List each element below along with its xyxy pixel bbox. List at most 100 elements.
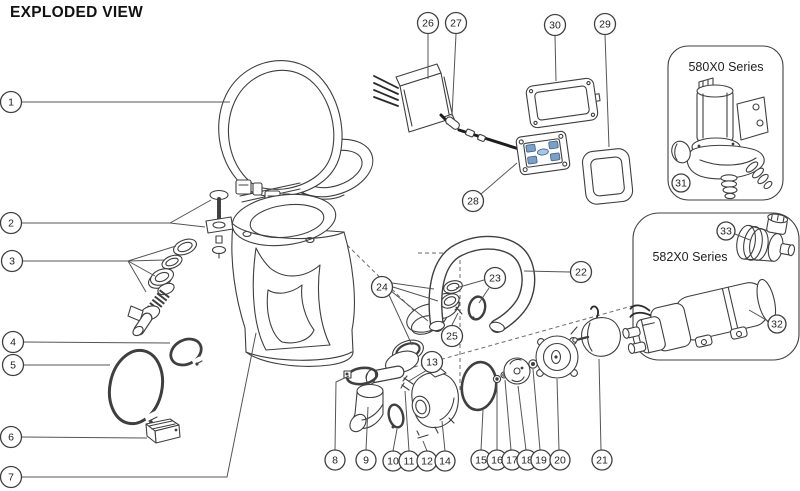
inset-580x0-label: 580X0 Series xyxy=(688,60,763,74)
pump-inlet-clamp xyxy=(343,366,379,386)
pump-screws xyxy=(400,382,429,439)
pump-strainer xyxy=(736,213,796,262)
svg-text:14: 14 xyxy=(439,456,451,468)
svg-text:9: 9 xyxy=(363,455,369,467)
leader-line-23 xyxy=(478,287,490,304)
discharge-loop-hose xyxy=(428,235,536,333)
inlet-elbow-hose xyxy=(349,383,384,433)
callout-33: 33 xyxy=(716,221,736,241)
inset-box-582x0: 582X0 Series xyxy=(622,212,800,361)
callout-27: 27 xyxy=(444,11,468,35)
leader-line-8 xyxy=(334,375,350,451)
leader-line-30 xyxy=(554,35,557,82)
solenoid-valve xyxy=(671,77,773,200)
toilet-lid xyxy=(218,59,343,198)
svg-text:16: 16 xyxy=(491,455,503,467)
svg-text:31: 31 xyxy=(675,178,687,190)
svg-text:4: 4 xyxy=(10,337,16,349)
callout-3: 3 xyxy=(0,249,24,273)
svg-text:2: 2 xyxy=(8,218,14,230)
chopper-plate xyxy=(503,357,531,385)
leader-line-3 xyxy=(127,259,166,262)
leader-line-3 xyxy=(23,245,177,262)
callout-24: 24 xyxy=(370,275,394,299)
pump-motor xyxy=(572,305,621,357)
svg-text:32: 32 xyxy=(771,319,783,331)
duckbill-valve-block xyxy=(145,418,181,444)
leader-line-22 xyxy=(523,270,571,273)
svg-text:13: 13 xyxy=(426,357,438,369)
callout-26: 26 xyxy=(416,11,440,35)
leader-line-21 xyxy=(598,358,602,451)
callout-2: 2 xyxy=(0,211,23,235)
leader-line-2 xyxy=(169,222,206,228)
callout-12: 12 xyxy=(416,450,438,472)
svg-text:21: 21 xyxy=(596,455,608,467)
seat-mounting-bolt xyxy=(205,189,234,259)
svg-text:11: 11 xyxy=(404,456,415,468)
svg-text:19: 19 xyxy=(535,455,547,467)
svg-text:6: 6 xyxy=(8,432,14,444)
housing-o-ring xyxy=(460,360,498,412)
elbow-clamp xyxy=(387,403,405,429)
leader-line-12 xyxy=(422,440,428,452)
inlet-fitting-kit xyxy=(127,238,197,337)
leader-line-19 xyxy=(532,368,541,451)
callout-7: 7 xyxy=(0,465,23,489)
svg-text:5: 5 xyxy=(10,360,16,372)
inset-box-580x0: 580X0 Series xyxy=(667,45,784,201)
leader-line-6 xyxy=(21,436,148,439)
callout-25: 25 xyxy=(440,324,464,348)
hose-clamp-small xyxy=(169,337,203,367)
leader-line-27 xyxy=(451,33,457,117)
leader-line-33 xyxy=(734,233,751,241)
leader-line-20 xyxy=(556,378,560,451)
hose-clamp-large xyxy=(107,348,165,426)
svg-text:25: 25 xyxy=(446,331,458,343)
control-cable xyxy=(457,128,521,151)
leader-line-11 xyxy=(404,390,410,452)
svg-text:20: 20 xyxy=(554,455,566,467)
leader-line-29 xyxy=(604,34,610,148)
svg-text:12: 12 xyxy=(421,456,433,468)
svg-text:8: 8 xyxy=(332,455,338,467)
leader-line-24 xyxy=(391,282,435,290)
callout-31: 31 xyxy=(671,173,691,193)
page-title: EXPLODED VIEW xyxy=(10,4,144,21)
panel-cover xyxy=(581,148,634,205)
leader-line-13 xyxy=(408,369,428,382)
inset-582x0-label: 582X0 Series xyxy=(652,250,727,264)
leader-line-4 xyxy=(23,341,171,344)
callout-28: 28 xyxy=(461,189,485,213)
callout-19: 19 xyxy=(530,449,552,471)
callout-1: 1 xyxy=(0,90,23,114)
control-panel-keypad xyxy=(515,130,571,176)
svg-text:28: 28 xyxy=(467,196,479,208)
callout-22: 22 xyxy=(569,260,593,284)
leader-line-9 xyxy=(365,406,369,451)
leader-line-24 xyxy=(390,290,429,322)
svg-text:22: 22 xyxy=(575,267,587,279)
svg-text:18: 18 xyxy=(521,455,533,467)
svg-text:23: 23 xyxy=(489,273,501,285)
svg-text:15: 15 xyxy=(475,455,487,467)
callout-11: 11 xyxy=(398,450,420,472)
impeller-nut xyxy=(528,359,538,369)
leader-line-2 xyxy=(22,199,212,224)
leader-line-10 xyxy=(392,428,398,452)
callout-29: 29 xyxy=(593,12,617,36)
water-pump xyxy=(622,278,777,354)
control-module xyxy=(373,63,456,133)
leader-line-23 xyxy=(455,279,485,289)
leader-line-14 xyxy=(441,420,446,452)
leader-line-7 xyxy=(22,332,257,478)
svg-text:17: 17 xyxy=(506,455,518,467)
callout-21: 21 xyxy=(591,449,613,471)
callout-13: 13 xyxy=(420,350,444,374)
svg-text:27: 27 xyxy=(450,18,462,30)
pump-cover-plate xyxy=(535,326,579,379)
svg-text:26: 26 xyxy=(422,18,434,30)
